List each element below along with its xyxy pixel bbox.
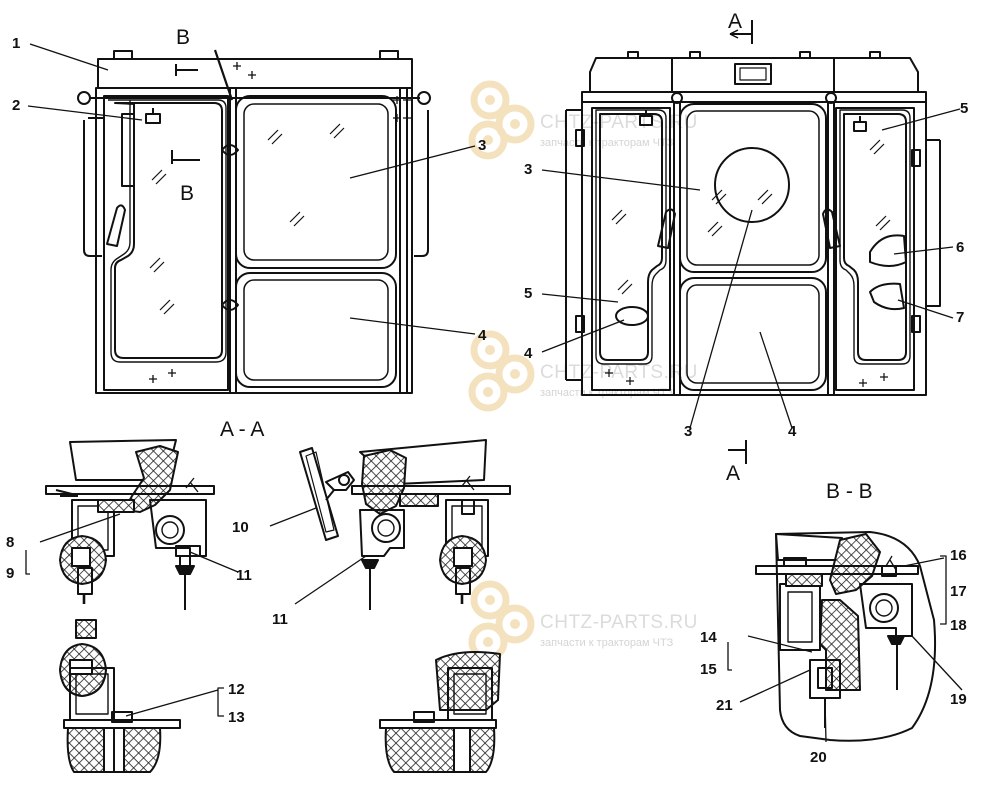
roof-bracket xyxy=(113,50,133,60)
handrail xyxy=(414,110,429,257)
window-oval xyxy=(615,306,649,326)
section-arrow-a-bottom xyxy=(728,440,747,464)
callout-numbers: 1 2 3 4 5 3 5 4 3 4 6 7 8 9 11 10 11 12 … xyxy=(6,35,968,766)
window-circle xyxy=(714,147,790,223)
callout-20: 20 xyxy=(810,749,827,766)
section-arrow-b xyxy=(171,150,200,164)
watermark-site: CHTZ-PARTS.RU xyxy=(540,612,698,633)
latch xyxy=(145,113,161,124)
callout-5: 5 xyxy=(524,285,532,302)
watermark-tagline: запчасти к тракторам ЧТЗ xyxy=(540,637,674,649)
watermark-site: CHTZ-PARTS.RU xyxy=(540,362,698,383)
watermark-group-3: CHTZ-PARTS.RU запчасти к тракторам ЧТЗ xyxy=(472,584,698,658)
callout-13: 13 xyxy=(228,709,245,726)
roof-panel xyxy=(97,58,413,89)
callout-4: 4 xyxy=(478,327,487,344)
door-handle xyxy=(106,204,126,247)
leader-lines xyxy=(25,43,963,743)
section-aa-detail-left-bottom xyxy=(59,619,181,773)
window-lower xyxy=(679,277,827,391)
callout-18: 18 xyxy=(950,617,967,634)
handrail xyxy=(83,120,102,257)
roof-bracket xyxy=(379,50,399,60)
callout-1: 1 xyxy=(12,35,20,52)
handrail xyxy=(926,139,941,307)
callout-15: 15 xyxy=(700,661,717,678)
cab-frame xyxy=(95,87,413,394)
callout-12: 12 xyxy=(228,681,245,698)
glass-cutout-6 xyxy=(869,234,907,267)
section-arrow-b xyxy=(175,64,198,76)
cab-right-view xyxy=(565,20,941,464)
window-upper xyxy=(235,95,397,269)
door-handle xyxy=(822,208,841,249)
mirror xyxy=(299,447,339,541)
door-right xyxy=(835,107,915,391)
section-marker-a: A xyxy=(726,462,740,485)
callout-4: 4 xyxy=(788,423,797,440)
hinge xyxy=(221,299,239,311)
section-aa-detail-right-bottom xyxy=(379,651,501,773)
section-labels: B B A A A - A B - B xyxy=(176,10,873,503)
watermark-site: CHTZ-PARTS.RU xyxy=(540,112,698,133)
callout-17: 17 xyxy=(950,583,967,600)
callout-7: 7 xyxy=(956,309,964,326)
section-aa-detail-right-top xyxy=(299,439,511,610)
door-left xyxy=(591,107,671,391)
callout-6: 6 xyxy=(956,239,964,256)
callout-11: 11 xyxy=(236,567,252,584)
watermark-tagline: запчасти к тракторам ЧТЗ xyxy=(540,137,674,149)
callout-21: 21 xyxy=(716,697,733,714)
section-marker-b: B xyxy=(180,182,194,205)
door-left xyxy=(103,95,229,391)
door-bar xyxy=(121,113,135,187)
watermark-group-2: CHTZ-PARTS.RU запчасти к тракторам ЧТЗ xyxy=(472,334,698,408)
section-bb-detail xyxy=(755,531,937,742)
door-glass xyxy=(599,113,663,361)
lifting-eye xyxy=(77,91,91,105)
section-title-aa: A - A xyxy=(220,418,264,441)
callout-3: 3 xyxy=(524,161,532,178)
watermark-tagline: запчасти к тракторам ЧТЗ xyxy=(540,387,674,399)
section-title-bb: B - B xyxy=(826,480,873,503)
section-aa-detail-left-top xyxy=(45,439,215,610)
callout-8: 8 xyxy=(6,534,14,551)
callout-19: 19 xyxy=(950,691,967,708)
door-glass xyxy=(114,102,223,359)
latch xyxy=(853,121,867,132)
callout-9: 9 xyxy=(6,565,14,582)
callout-16: 16 xyxy=(950,547,967,564)
detail-boundary xyxy=(775,531,937,742)
section-arrow-a-top xyxy=(730,20,753,44)
cab-frame xyxy=(581,91,927,396)
callout-2: 2 xyxy=(12,97,20,114)
glass-cutout-7 xyxy=(869,282,905,311)
section-line-b xyxy=(213,49,234,101)
callout-10: 10 xyxy=(232,519,249,536)
roof-lamp xyxy=(734,63,772,85)
callout-4: 4 xyxy=(524,345,533,362)
callout-3: 3 xyxy=(684,423,692,440)
section-marker-b: B xyxy=(176,26,190,49)
callout-3: 3 xyxy=(478,137,486,154)
cab-left-view xyxy=(77,49,431,394)
hinge xyxy=(221,144,239,156)
callout-5: 5 xyxy=(960,100,968,117)
window-lower xyxy=(235,272,397,388)
callout-14: 14 xyxy=(700,629,717,646)
window-upper xyxy=(679,103,827,273)
watermark-group-1: CHTZ-PARTS.RU запчасти к тракторам ЧТЗ xyxy=(472,84,698,156)
callout-11: 11 xyxy=(272,611,288,628)
door-glass xyxy=(843,113,907,361)
section-marker-a: A xyxy=(728,10,742,33)
